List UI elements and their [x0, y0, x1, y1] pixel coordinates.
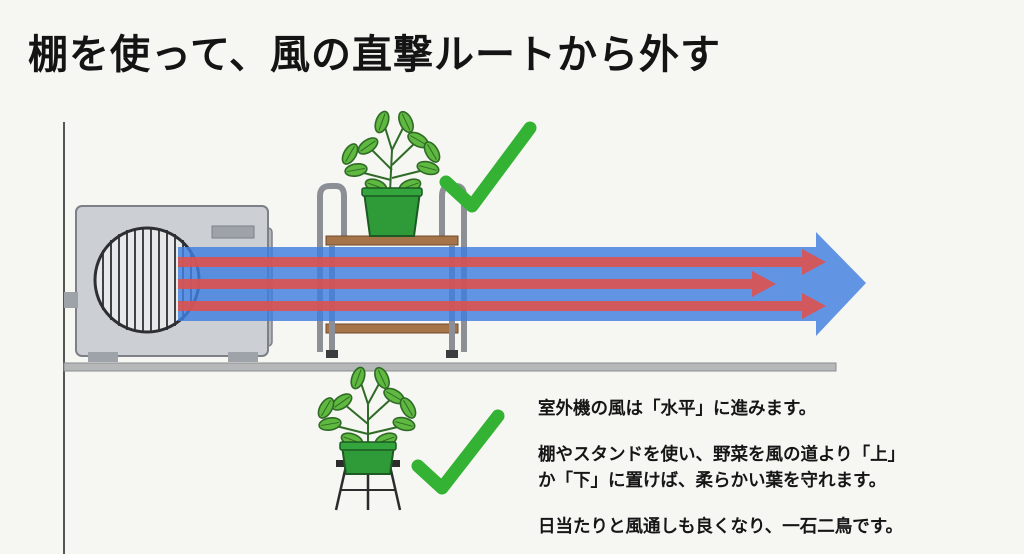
- page-title: 棚を使って、風の直撃ルートから外す: [28, 32, 721, 78]
- floor-slab: [63, 362, 837, 372]
- description-line: 日当たりと風通しも良くなり、一石二鳥です。: [538, 517, 904, 537]
- plant-pot-icon: [314, 364, 420, 475]
- description-line: 棚やスタンドを使い、野菜を風の道より「上」: [538, 445, 906, 465]
- description-line: 室外機の風は「水平」に進みます。: [538, 399, 817, 419]
- description-block: 室外機の風は「水平」に進みます。 棚やスタンドを使い、野菜を風の道より「上」 か…: [538, 396, 1018, 540]
- checkmark-icon: [411, 409, 505, 495]
- description-line: か「下」に置けば、柔らかい葉を守れます。: [538, 471, 887, 491]
- checkmark-icon: [439, 121, 537, 213]
- red-wind-arrows: [178, 249, 826, 319]
- plant-pot-icon: [338, 108, 444, 237]
